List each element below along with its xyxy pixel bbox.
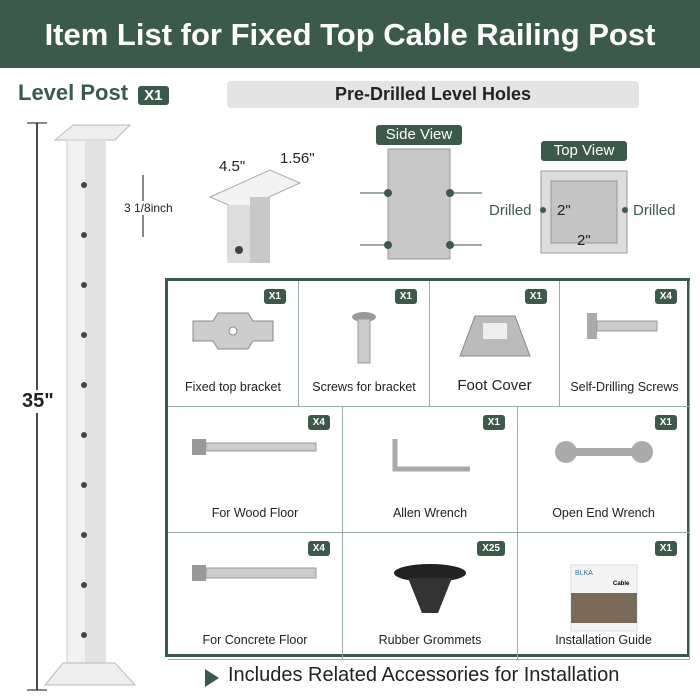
triangle-bullet-icon [205,669,219,687]
level-post-qty: X1 [138,86,169,105]
post-hole [81,182,87,188]
post-hole [81,232,87,238]
level-post-label: Level Post X1 [18,80,169,106]
top-view-diagram [540,170,628,254]
post-hole [81,432,87,438]
page-title: Item List for Fixed Top Cable Railing Po… [0,0,700,68]
drilled-left: Drilled [489,202,532,219]
level-post-text: Level Post [18,80,129,105]
item-qty-badge: X1 [654,541,677,556]
top-dim-a: 2" [557,202,571,219]
post-hole [81,282,87,288]
top-dim-b: 2" [577,232,591,249]
footer-note: Includes Related Accessories for Install… [228,664,620,686]
item-label: Screws for bracket [312,380,416,394]
item-qty-badge: X25 [477,541,505,556]
plate-width: 4.5" [219,158,246,175]
post-hole [81,482,87,488]
item-qty-badge: X1 [394,289,417,304]
post-hole [81,332,87,338]
item-qty-badge: X1 [654,415,677,430]
item-label: Fixed top bracket [185,380,281,394]
item-label: For Concrete Floor [202,633,308,647]
drilled-right: Drilled [633,202,676,219]
item-qty-badge: X1 [263,289,286,304]
side-view-label: Side View [376,125,462,145]
item-qty-badge: X4 [307,415,330,430]
item-label: Allen Wrench [392,506,468,520]
item-qty-badge: X1 [482,415,505,430]
item-qty-badge: X1 [524,289,547,304]
post-hole [81,582,87,588]
post-height-label: 35" [22,390,54,413]
post-hole [81,632,87,638]
side-view-diagram [360,148,482,260]
bracket-illustration [208,169,302,263]
item-label: Open End Wrench [552,506,655,520]
guide-brand: BLKA [575,570,593,577]
item-label: Foot Cover [457,377,532,394]
hole-spacing-label: 3 1/8inch [124,201,173,215]
guide-title: Cable [613,581,630,587]
post-illustration [27,122,144,691]
item-label: For Wood Floor [211,506,299,520]
post-hole [81,382,87,388]
plate-depth: 1.56" [280,150,315,167]
post-hole [81,532,87,538]
item-label: Self-Drilling Screws [570,380,679,394]
top-view-label: Top View [541,141,627,161]
item-qty-badge: X4 [654,289,677,304]
holes-title: Pre-Drilled Level Holes [227,81,639,108]
item-label: Installation Guide [555,633,652,647]
item-qty-badge: X4 [307,541,330,556]
item-label: Rubber Grommets [378,633,482,647]
